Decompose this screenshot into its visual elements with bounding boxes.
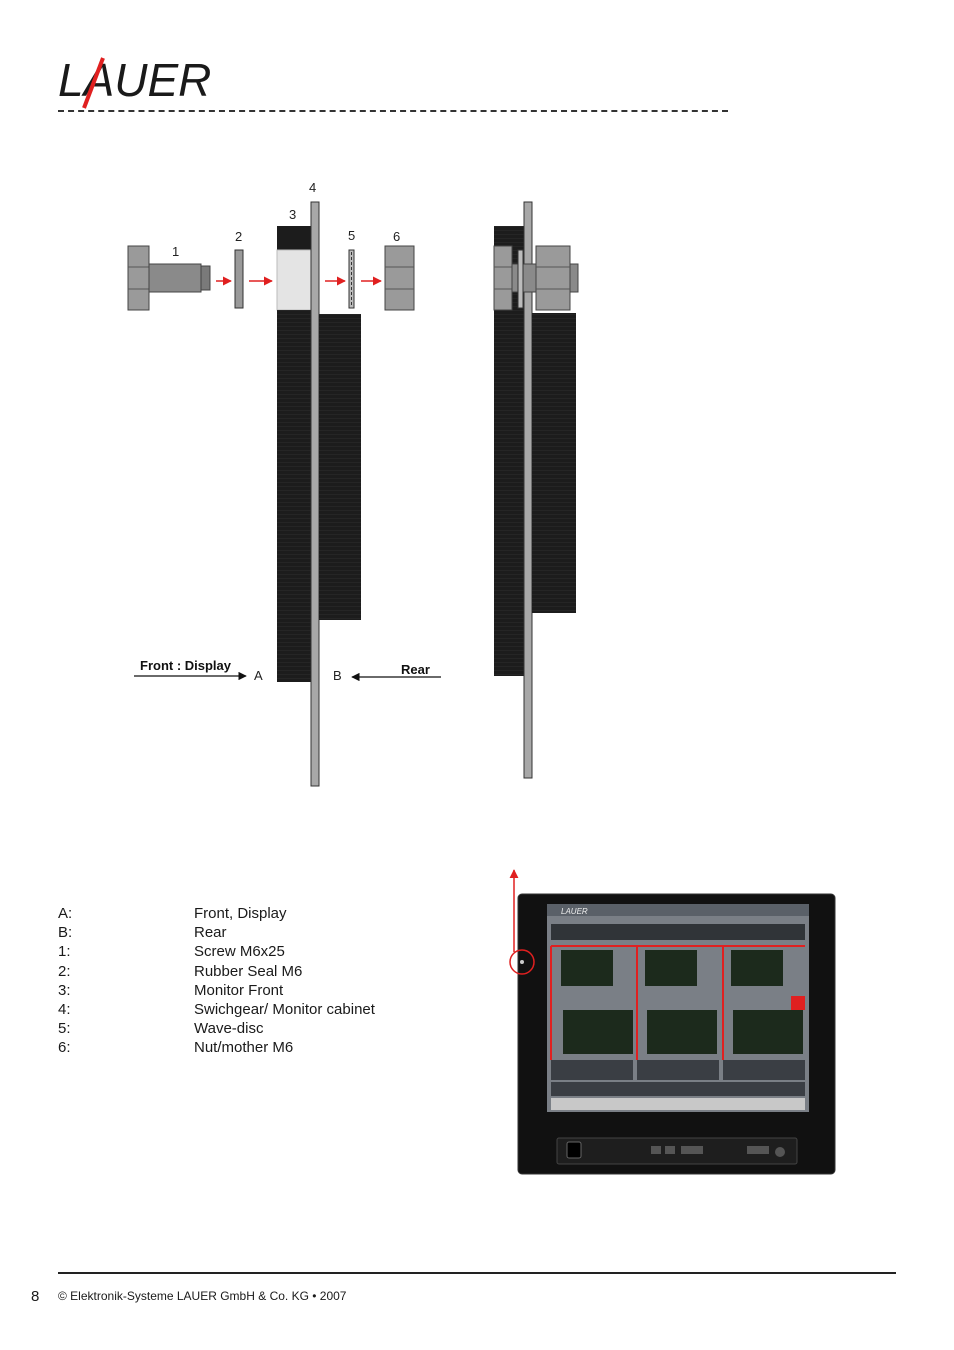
logo-red-stroke bbox=[82, 57, 105, 109]
logo-text: LAUER bbox=[58, 54, 211, 106]
part-number-6: 6 bbox=[393, 229, 400, 244]
mount-hole bbox=[520, 960, 524, 964]
rubber-seal-part bbox=[234, 249, 244, 309]
mounting-diagram: 1 2 3 4 5 6 Front : Display A B Rear bbox=[127, 180, 579, 787]
monitor-front-exploded bbox=[276, 226, 312, 682]
assembled-view bbox=[493, 201, 579, 779]
control-button[interactable] bbox=[651, 1146, 661, 1154]
legend-row: A:Front, Display bbox=[58, 905, 287, 922]
parts-legend: A:Front, Display B:Rear 1:Screw M6x25 2:… bbox=[58, 904, 458, 1058]
legend-row: 6:Nut/mother M6 bbox=[58, 1039, 294, 1057]
wave-disc-part bbox=[348, 249, 355, 309]
power-switch[interactable] bbox=[566, 1141, 582, 1159]
screen-panel-left bbox=[550, 946, 633, 1080]
screen-footer-bar bbox=[551, 1098, 805, 1110]
monitor-rear-exploded bbox=[319, 314, 361, 620]
power-button-icon[interactable] bbox=[775, 1147, 785, 1157]
legend-row: 5:Wave-disc bbox=[58, 1020, 264, 1038]
part-number-2: 2 bbox=[235, 229, 242, 244]
part-number-1: 1 bbox=[172, 244, 179, 259]
control-button[interactable] bbox=[665, 1146, 675, 1154]
screen-panel-right bbox=[722, 946, 805, 1080]
screen-logo: LAUER bbox=[561, 907, 588, 916]
monitor-photo: LAUER bbox=[509, 869, 836, 1175]
legend-row: 1:Screw M6x25 bbox=[58, 943, 285, 961]
legend-row: 2:Rubber Seal M6 bbox=[58, 962, 303, 980]
legend-row: 3:Monitor Front bbox=[58, 981, 284, 999]
rear-label: Rear bbox=[401, 662, 430, 677]
header-divider bbox=[58, 110, 728, 112]
screen-status-row bbox=[551, 1082, 805, 1096]
copyright-notice: © Elektronik-Systeme LAUER GmbH & Co. KG… bbox=[58, 1289, 347, 1303]
cabinet-plate-exploded bbox=[310, 201, 320, 787]
part-number-3: 3 bbox=[289, 207, 296, 222]
side-b-label: B bbox=[333, 668, 342, 683]
part-number-5: 5 bbox=[348, 228, 355, 243]
legend-row: B:Rear bbox=[58, 924, 227, 942]
footer-divider bbox=[58, 1272, 896, 1274]
mount-hole-highlight bbox=[509, 949, 535, 975]
nut-part bbox=[384, 245, 415, 311]
screw-part bbox=[127, 245, 211, 311]
screen-header-row bbox=[551, 924, 805, 940]
screen-panel-middle bbox=[636, 946, 719, 1080]
screen-title-bar bbox=[547, 904, 809, 916]
control-strip bbox=[556, 1137, 798, 1165]
control-button[interactable] bbox=[747, 1146, 769, 1154]
legend-row: 4:Swichgear/ Monitor cabinet bbox=[58, 1001, 375, 1019]
part-number-4: 4 bbox=[309, 180, 316, 195]
side-a-label: A bbox=[254, 668, 263, 683]
front-display-label: Front : Display bbox=[140, 658, 232, 673]
lauer-logo: LAUER bbox=[58, 54, 211, 109]
control-button[interactable] bbox=[681, 1146, 703, 1154]
page-number: 8 bbox=[31, 1288, 40, 1305]
